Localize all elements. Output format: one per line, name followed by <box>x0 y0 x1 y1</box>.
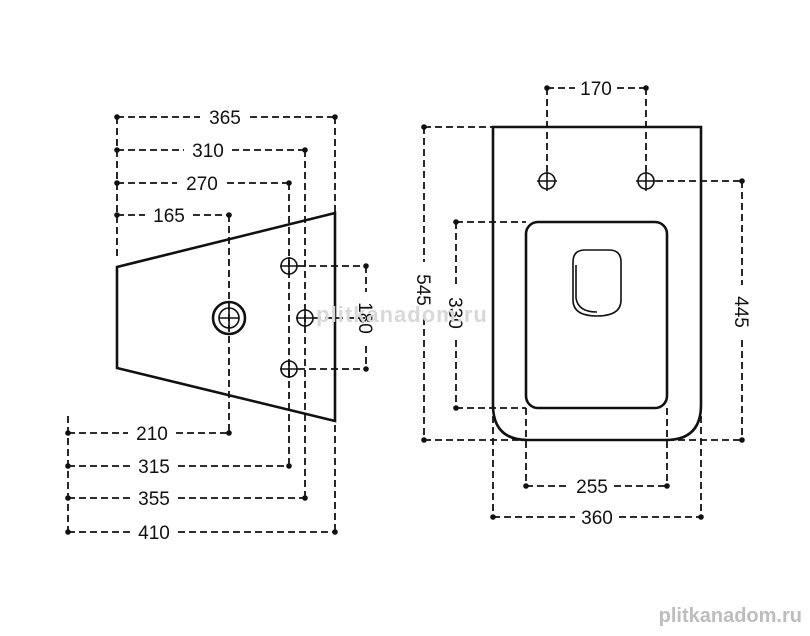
dim-label-255: 255 <box>576 477 608 498</box>
top-dim-545: 545 <box>412 124 528 443</box>
top-view: 170 545 330 445 255 <box>412 79 751 529</box>
top-mounting-hole-right-icon <box>636 171 656 191</box>
dim-label-330: 330 <box>444 297 465 329</box>
dim-label-310: 310 <box>192 141 224 162</box>
dim-label-365: 365 <box>209 108 241 129</box>
dim-label-545: 545 <box>412 274 433 306</box>
side-dim-180: 180 <box>298 263 375 372</box>
dim-label-170: 170 <box>580 79 612 100</box>
top-view-inner-basin <box>572 249 622 317</box>
side-dim-210: 210 <box>65 424 232 445</box>
dim-label-210: 210 <box>136 424 168 445</box>
dim-label-360: 360 <box>581 508 613 529</box>
top-mounting-hole-left-icon <box>537 171 557 191</box>
top-view-bowl-outline <box>524 220 669 410</box>
side-dim-410: 410 <box>65 523 338 544</box>
top-dim-360: 360 <box>490 405 704 529</box>
side-dim-365: 365 <box>114 108 338 129</box>
dim-label-410: 410 <box>138 523 170 544</box>
side-view-body-outline <box>115 211 337 423</box>
dim-label-315: 315 <box>138 457 170 478</box>
top-view-body-outline <box>491 125 703 442</box>
dim-label-355: 355 <box>138 489 170 510</box>
dim-label-180: 180 <box>354 302 375 334</box>
dim-label-270: 270 <box>186 174 218 195</box>
watermark-center: plitkanadom.ru <box>316 302 488 327</box>
side-dim-355: 355 <box>65 489 308 510</box>
watermark-corner: plitkanadom.ru <box>659 605 802 627</box>
side-view: 365 310 270 165 210 <box>65 108 375 544</box>
dim-label-445: 445 <box>730 296 751 328</box>
top-dim-255: 255 <box>523 408 670 498</box>
top-dim-445: 445 <box>656 178 751 443</box>
top-dim-330: 330 <box>444 219 526 411</box>
side-dim-315: 315 <box>65 457 292 478</box>
side-dim-270: 270 <box>114 174 292 195</box>
side-dim-165: 165 <box>114 206 232 227</box>
side-dim-310: 310 <box>114 141 308 162</box>
dim-label-165: 165 <box>153 206 185 227</box>
top-dim-170: 170 <box>544 79 649 171</box>
